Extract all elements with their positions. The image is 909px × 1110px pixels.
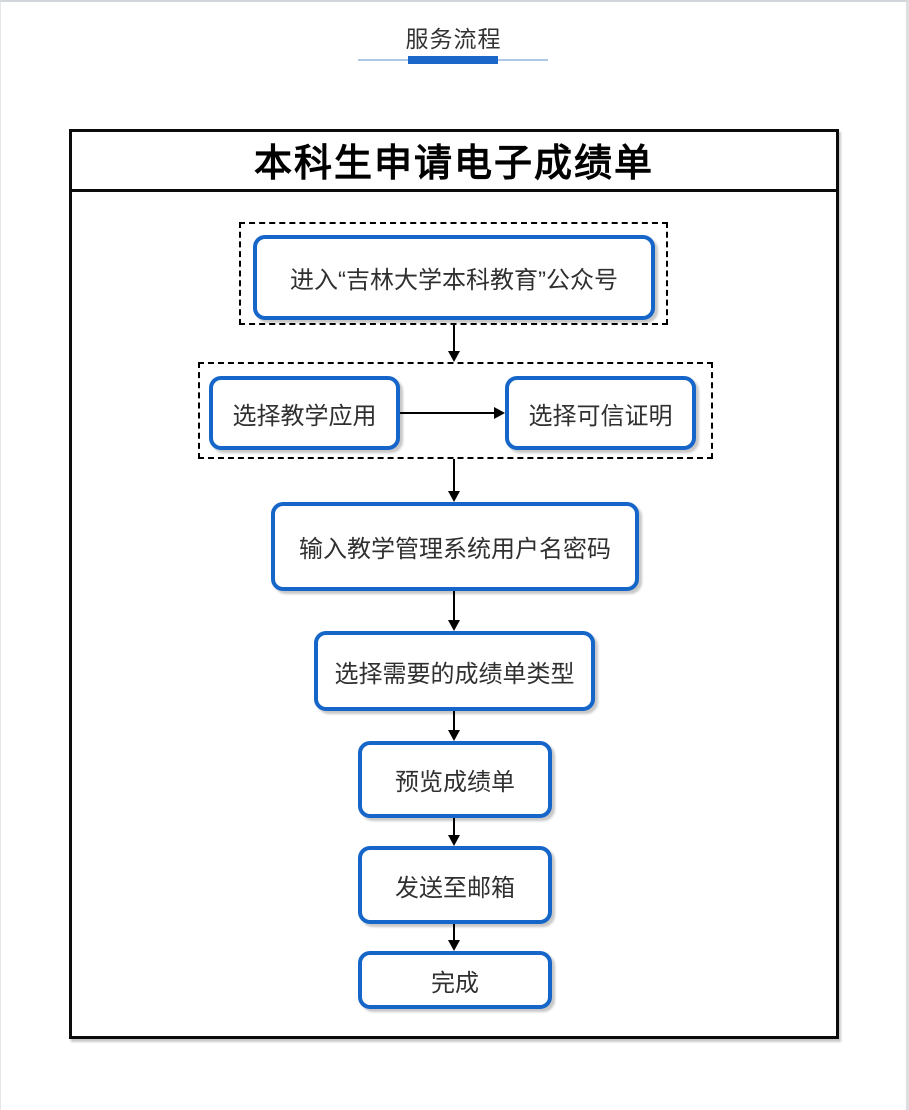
flowchart-title: 本科生申请电子成绩单 <box>69 129 839 192</box>
node-select-teaching-app: 选择教学应用 <box>209 376 400 450</box>
arrow-down-5 <box>448 818 460 846</box>
arrow-down-3 <box>448 591 460 631</box>
node-send-to-email: 发送至邮箱 <box>358 846 552 924</box>
node-done: 完成 <box>358 951 552 1009</box>
node-enter-credentials: 输入教学管理系统用户名密码 <box>271 502 639 591</box>
title-underline-accent-bar <box>408 56 498 64</box>
title-underline-decoration <box>358 56 548 64</box>
arrow-right <box>400 407 505 419</box>
node-preview-transcript: 预览成绩单 <box>358 741 552 818</box>
node-enter-account: 进入“吉林大学本科教育”公众号 <box>253 235 655 320</box>
section-title: 服务流程 <box>405 26 502 52</box>
arrow-down-1 <box>448 325 460 362</box>
arrow-down-6 <box>448 924 460 951</box>
arrow-down-4 <box>448 711 460 741</box>
node-select-transcript-type: 选择需要的成绩单类型 <box>314 631 595 711</box>
group-enter-account <box>239 222 668 325</box>
node-select-trusted-cert: 选择可信证明 <box>505 376 696 450</box>
group-select-app-and-cert <box>198 362 713 459</box>
arrow-down-2 <box>448 459 460 502</box>
